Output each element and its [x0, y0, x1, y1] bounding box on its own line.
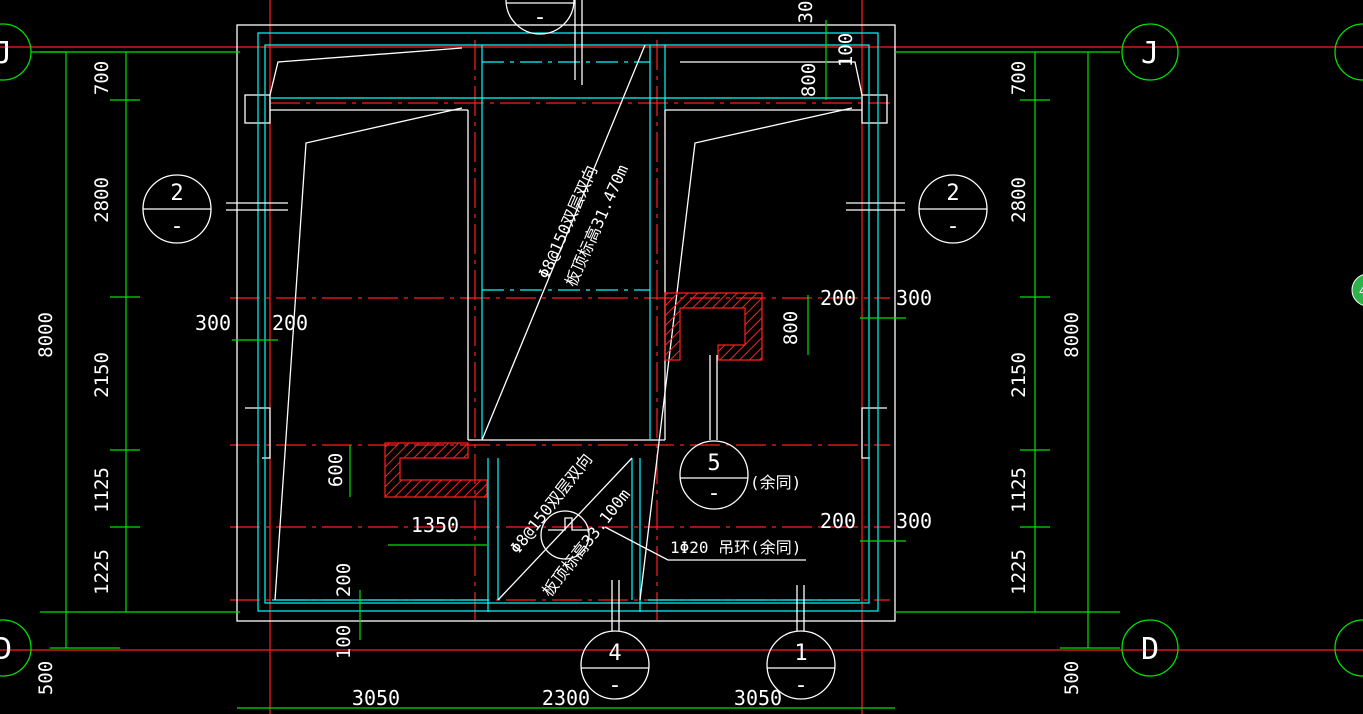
dim-left-2800: 2800 [91, 177, 113, 223]
dim-left-offset: 500 [35, 661, 57, 695]
dim-right-2150: 2150 [1008, 352, 1030, 398]
dims-right: 700 2800 2150 1125 1225 8000 500 [1008, 61, 1083, 695]
dim-bottom-3050-left: 3050 [352, 686, 400, 710]
dim-top-30: 30 [795, 1, 817, 24]
dim-left-1125: 1125 [91, 467, 113, 513]
section-mark-2-right[interactable]: 2 - [846, 174, 988, 244]
section-4-number: 4 [608, 641, 621, 666]
axis-bubble-j-right[interactable]: J [1121, 23, 1363, 81]
slab-note-upper: Φ8@150双层双向 板顶标高31.470m [534, 162, 632, 290]
slab-note-lower: Φ8@150双层双向 板顶标高33.100m [506, 450, 634, 601]
same-note-label: (余同) [750, 473, 801, 492]
dim-left-200: 200 [272, 311, 308, 335]
section-4-dash: - [608, 673, 621, 698]
dim-right-700: 700 [1008, 61, 1030, 95]
dim-right-800: 800 [780, 311, 802, 345]
dim-right-300-upper: 300 [896, 286, 932, 310]
axis-label-d-left: D [0, 632, 12, 667]
dim-right-200-lower: 200 [820, 509, 856, 533]
dim-left-total: 8000 [35, 312, 57, 358]
section-mark-2-left[interactable]: 2 - [142, 174, 288, 244]
section-5-dash: - [707, 481, 720, 506]
side-badge-number: 4 [1359, 285, 1363, 298]
section-mark-4[interactable]: 4 - [580, 580, 650, 700]
dim-right-2800: 2800 [1008, 177, 1030, 223]
dim-right-total: 8000 [1061, 312, 1083, 358]
section-2-right-dash: - [946, 214, 959, 239]
dim-left-1225: 1225 [91, 549, 113, 595]
dim-left-2150: 2150 [91, 352, 113, 398]
dimension-lines [40, 20, 1120, 709]
dim-600: 600 [325, 453, 347, 487]
section-mark-top[interactable]: - [505, 0, 575, 35]
dim-left-700: 700 [91, 61, 113, 95]
dim-right-1125: 1125 [1008, 467, 1030, 513]
axis-label-j-left: J [0, 36, 12, 71]
section-top-dash: - [533, 5, 546, 30]
dim-left-300: 300 [195, 311, 231, 335]
axis-bubble-d-right[interactable]: D [1121, 619, 1363, 677]
dims-left: 700 2800 2150 1125 1225 8000 500 [35, 61, 113, 695]
hatched-walls [384, 292, 763, 498]
dims-interior: 300 200 200 300 800 200 300 600 1350 200… [195, 286, 932, 659]
axis-bubble-j-left[interactable]: J [0, 23, 66, 81]
section-5-number: 5 [707, 451, 720, 476]
dim-bottom-2300: 2300 [542, 686, 590, 710]
rebar-lines [257, 32, 879, 612]
dim-top-800: 800 [798, 63, 820, 97]
section-2-left-number: 2 [170, 181, 183, 206]
dim-100-bottom: 100 [333, 625, 355, 659]
lifting-ring-callout: 1Φ20 吊环(余同) [604, 526, 806, 561]
dim-1350: 1350 [411, 513, 459, 537]
axis-label-d-right: D [1141, 632, 1159, 667]
section-2-right-number: 2 [946, 181, 959, 206]
dim-right-offset: 500 [1061, 661, 1083, 695]
dim-200-bottom: 200 [333, 563, 355, 597]
slab-diagonals [269, 0, 863, 601]
side-badge[interactable]: 4 [1351, 274, 1363, 306]
axis-bubble-d-left[interactable]: D [0, 619, 32, 677]
axis-label-j-right: J [1141, 36, 1159, 71]
section-1-dash: - [794, 673, 807, 698]
dims-bottom: 3050 2300 3050 [352, 686, 782, 710]
section-mark-5[interactable]: 5 - (余同) [679, 355, 801, 510]
section-mark-1[interactable]: 1 - [766, 585, 836, 700]
dim-right-300-lower: 300 [896, 509, 932, 533]
dims-top: 30 100 800 [795, 1, 857, 98]
dim-bottom-3050-right: 3050 [734, 686, 782, 710]
lifting-ring-note: 1Φ20 吊环(余同) [670, 538, 801, 557]
section-1-number: 1 [794, 641, 807, 666]
dim-right-1225: 1225 [1008, 549, 1030, 595]
section-2-left-dash: - [170, 214, 183, 239]
dim-right-200-upper: 200 [820, 286, 856, 310]
dim-top-100: 100 [835, 33, 857, 67]
